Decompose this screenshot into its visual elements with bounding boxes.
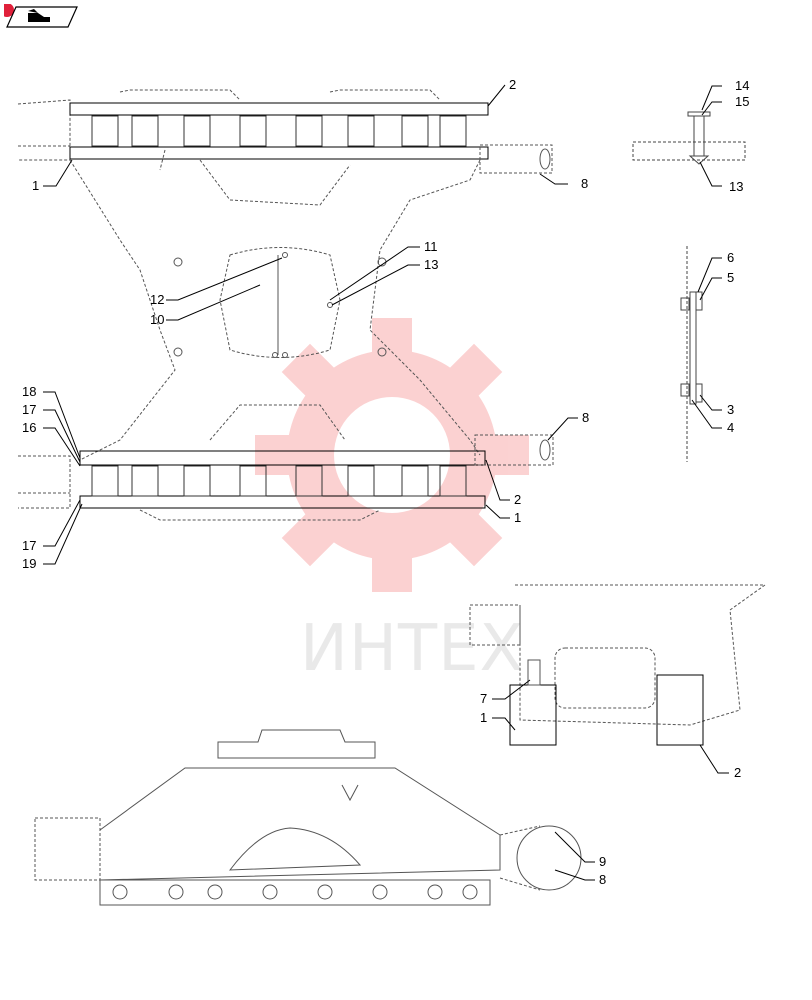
callout-14: 14 [735, 78, 749, 93]
lower-rollers [91, 465, 467, 497]
callout-15: 15 [735, 94, 749, 109]
callout-4: 4 [727, 420, 734, 435]
hand-pointer-icon [28, 9, 50, 22]
callout-6: 6 [727, 250, 734, 265]
navigation-button[interactable] [0, 3, 78, 30]
callout-17-a: 17 [22, 402, 36, 417]
callout-16: 16 [22, 420, 36, 435]
callout-1-section: 1 [480, 710, 487, 725]
callout-19: 19 [22, 556, 36, 571]
callout-13-pan: 13 [424, 257, 438, 272]
callout-18: 18 [22, 384, 36, 399]
callout-8-side: 8 [599, 872, 606, 887]
center-pan [173, 247, 387, 358]
callout-13-bolt: 13 [729, 179, 743, 194]
callout-10: 10 [150, 312, 164, 327]
callout-7: 7 [480, 691, 487, 706]
callout-5: 5 [727, 270, 734, 285]
upper-bracket-8 [479, 144, 553, 174]
callout-8-lower: 8 [582, 410, 589, 425]
upper-track-frame [17, 89, 481, 461]
section-view [469, 584, 767, 746]
lower-track-frame [18, 404, 381, 521]
callout-11: 11 [424, 239, 438, 254]
callout-1-lower: 1 [514, 510, 521, 525]
callout-3: 3 [727, 402, 734, 417]
callout-2-section: 2 [734, 765, 741, 780]
plate-detail [680, 246, 703, 462]
callout-8-top: 8 [581, 176, 588, 191]
callout-2-top: 2 [509, 77, 516, 92]
callout-1-top: 1 [32, 178, 39, 193]
upper-rollers [91, 115, 467, 147]
callout-17-b: 17 [22, 538, 36, 553]
upper-rail-top [69, 102, 489, 160]
bolt-detail [632, 111, 746, 165]
callout-9: 9 [599, 854, 606, 869]
side-view [34, 729, 582, 906]
callout-2-lower: 2 [514, 492, 521, 507]
watermark-text: ИНТЕХ [300, 612, 525, 686]
leader-lines [43, 84, 729, 881]
lower-bracket-8 [474, 434, 554, 466]
callout-12: 12 [150, 292, 164, 307]
red-dot-icon [0, 3, 14, 17]
